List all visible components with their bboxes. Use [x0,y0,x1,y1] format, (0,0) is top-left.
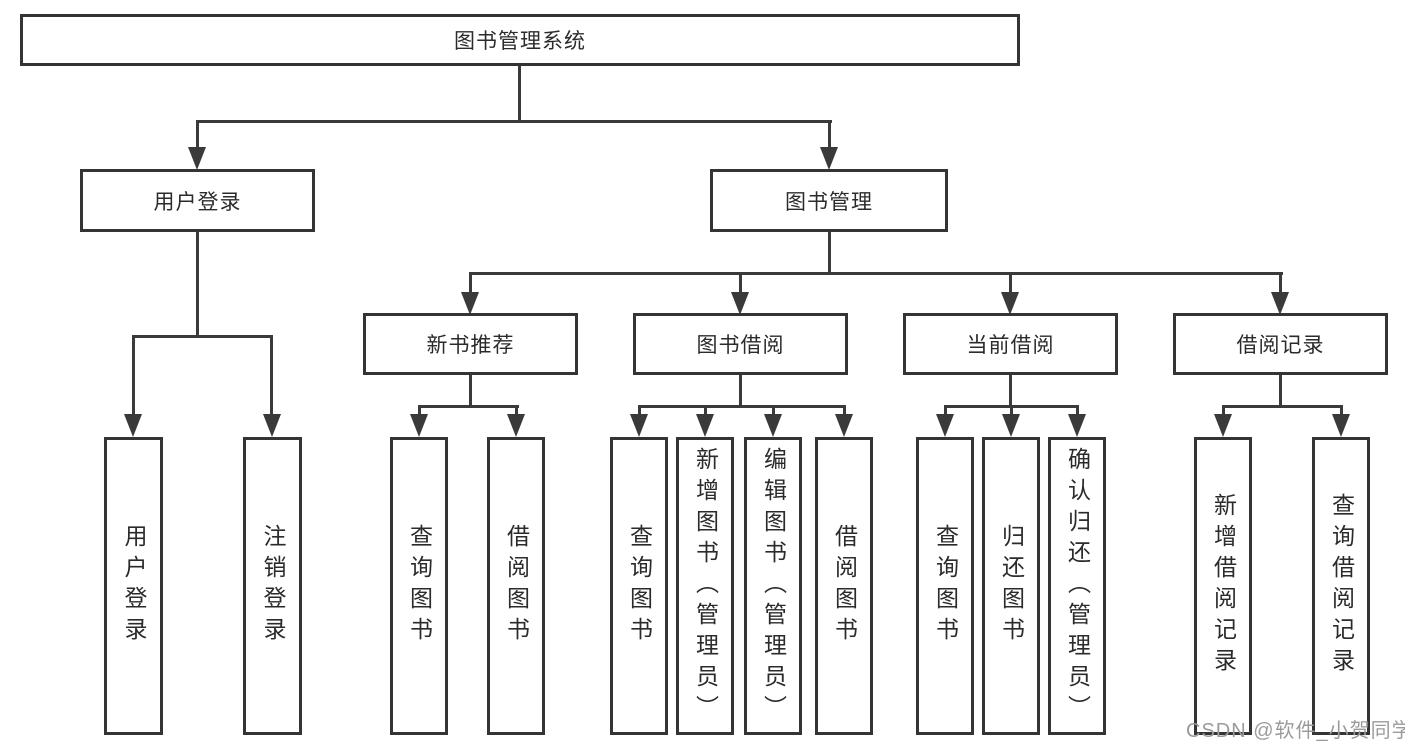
node-root: 图书管理系统 [20,14,1020,66]
connector-vline [739,272,742,294]
connector-hline [196,120,832,123]
leaf-return-books: 归还图书 [982,437,1040,735]
csdn-watermark: CSDN @软件_小贺同学 [1186,720,1405,742]
leaf-query-books-current: 查询图书 [916,437,974,735]
connector-vline [739,375,742,408]
connector-vline [828,232,831,274]
connector-vline [469,375,472,408]
connector-vline [1279,272,1282,294]
arrow-down [124,414,142,437]
node-label: 新书推荐 [426,334,515,357]
leaf-add-books-admin: 新增图书（管理员） [676,437,734,735]
node-label: 当前借阅 [966,334,1055,357]
connector-vline [196,120,199,149]
node-label: 查询图书 [626,524,653,648]
connector-vline [1009,375,1012,408]
arrow-down [1214,414,1232,437]
node-label: 新增图书（管理员） [692,446,719,726]
arrow-down [630,414,648,437]
leaf-add-borrow-record: 新增借阅记录 [1194,437,1252,735]
connector-vline [843,405,846,417]
connector-vline [132,335,135,416]
connector-vline [418,405,421,417]
node-label: 借阅记录 [1236,334,1325,357]
node-label: 查询图书 [406,524,433,648]
leaf-borrow-books: 借阅图书 [815,437,873,735]
leaf-confirm-return-admin: 确认归还（管理员） [1048,437,1106,735]
connector-vline [1076,405,1079,417]
node-label: 查询借阅记录 [1328,493,1355,679]
node-label: 图书管理系统 [454,30,586,53]
node-book-borrow: 图书借阅 [633,313,848,375]
arrow-down [764,414,782,437]
connector-vline [828,120,831,149]
connector-vline [704,405,707,417]
connector-hline [418,405,519,408]
node-label: 用户登录 [153,190,242,214]
node-label: 借阅图书 [831,524,858,648]
arrow-down [410,414,428,437]
node-label: 编辑图书（管理员） [760,446,787,726]
leaf-edit-books-admin: 编辑图书（管理员） [744,437,802,735]
arrow-down [1002,414,1020,437]
leaf-user-login: 用户登录 [104,437,163,735]
connector-vline [196,232,199,338]
arrow-down [507,414,525,437]
connector-vline [1222,405,1225,417]
node-label: 图书管理 [785,190,873,214]
leaf-logout: 注销登录 [243,437,302,735]
arrow-down [820,147,838,170]
arrow-down [696,414,714,437]
arrow-down [1001,292,1019,315]
arrow-down [263,414,281,437]
node-label: 用户登录 [121,524,147,648]
arrow-down [1271,292,1289,315]
connector-vline [518,66,521,122]
connector-vline [772,405,775,417]
connector-vline [638,405,641,417]
connector-vline [1340,405,1343,417]
connector-vline [469,272,472,294]
connector-vline [944,405,947,417]
arrow-down [1332,414,1350,437]
node-label: 图书借阅 [696,334,785,357]
connector-vline [1009,272,1012,294]
connector-vline [270,335,273,416]
node-label: 归还图书 [998,524,1025,648]
leaf-query-books-borrow: 查询图书 [610,437,668,735]
node-current-borrow: 当前借阅 [903,313,1118,375]
leaf-query-books-recommend: 查询图书 [390,437,448,735]
arrow-down [461,292,479,315]
node-new-book-recommend: 新书推荐 [363,313,578,375]
connector-vline [515,405,518,417]
node-label: 借阅图书 [503,524,530,648]
node-label: 查询图书 [932,524,959,648]
connector-hline [469,272,1283,275]
connector-hline [638,405,846,408]
connector-vline [1010,405,1013,417]
arrow-down [188,147,206,170]
leaf-query-borrow-record: 查询借阅记录 [1312,437,1370,735]
connector-hline [1222,405,1343,408]
node-user-login: 用户登录 [80,169,315,232]
connector-hline [132,335,273,338]
node-label: 新增借阅记录 [1210,493,1237,679]
arrow-down [1068,414,1086,437]
arrow-down [731,292,749,315]
node-label: 确认归还（管理员） [1064,446,1091,726]
arrow-down [835,414,853,437]
node-label: 注销登录 [260,524,286,648]
connector-vline [1279,375,1282,408]
node-book-management: 图书管理 [710,169,948,232]
node-borrow-records: 借阅记录 [1173,313,1388,375]
arrow-down [936,414,954,437]
leaf-borrow-books-recommend: 借阅图书 [487,437,545,735]
